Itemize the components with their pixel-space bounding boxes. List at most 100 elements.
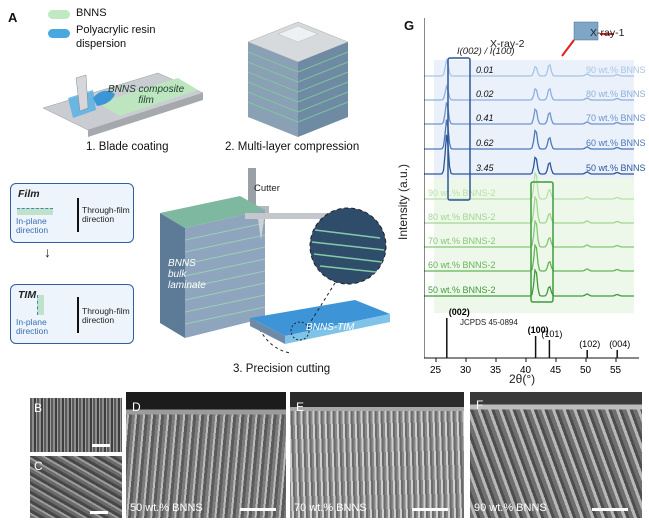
panel-letter-f: F	[476, 398, 484, 412]
x-tick-label-1: 25	[430, 365, 442, 376]
xrd-series-label-10: 50 wt.% BNNS-2	[428, 285, 496, 295]
xrd-series-8	[424, 219, 634, 248]
x-tick-label-5: 45	[550, 365, 562, 376]
xrd-series-label-8: 70 wt.% BNNS-2	[428, 236, 496, 246]
film-label-line2: film	[138, 95, 154, 106]
scalebar-b	[92, 444, 110, 447]
peak002-highlight	[447, 57, 471, 201]
film-label-line1: BNNS composite	[108, 84, 185, 95]
xrd-series-10	[424, 268, 634, 297]
ref-peak-label-4: (102)	[579, 339, 600, 349]
blade-coating-illustration	[42, 72, 204, 137]
xrd-series-label-3: 70 wt.% BNNS-1	[586, 113, 646, 123]
step2-caption: 2. Multi-layer compression	[225, 141, 360, 153]
xrd-series-label-5: 50 wt.% BNNS-1	[586, 163, 646, 173]
compression-cube-illustration	[247, 21, 349, 137]
xrd-series-label-9: 60 wt.% BNNS-2	[428, 260, 496, 270]
tim-inplane-1: In-plane	[16, 317, 47, 327]
xrd-series-label-2: 80 wt.% BNNS-1	[586, 89, 646, 99]
xrd-series-label-6: 90 wt.% BNNS-2	[428, 188, 496, 198]
film-direction-box: Film In-plane direction Through-film dir…	[10, 183, 134, 243]
xrd-ratio-2: 0.02	[476, 89, 494, 99]
xrd-series-5	[424, 134, 634, 175]
xrd-series-1	[424, 57, 634, 77]
legend-dispersion: dispersion	[76, 38, 127, 50]
legend-swatch-bnns	[48, 10, 70, 19]
step1-caption: 1. Blade coating	[86, 141, 169, 153]
tim-box-title: TIM	[18, 289, 37, 301]
panel-letter-a: A	[8, 10, 18, 25]
scalebar-c	[90, 511, 108, 514]
film-arrow-inplane	[17, 208, 53, 215]
ref-peak-label-1: (002)	[449, 307, 470, 317]
x-tick-label-7: 55	[610, 365, 622, 376]
xray-sample-icon	[573, 21, 599, 41]
panel-letter-b: B	[34, 401, 43, 415]
peak100-highlight	[530, 181, 554, 303]
tim-direction-box: TIM In-plane direction Through-film dire…	[10, 284, 134, 344]
xrd-series-label-4: 60 wt.% BNNS-1	[586, 138, 646, 148]
legend-resin: Polyacrylic resin	[76, 24, 156, 36]
step3-caption: 3. Precision cutting	[233, 363, 331, 375]
tim-arrow-through	[77, 297, 79, 333]
sem-d-label: 50 wt.% BNNS	[130, 502, 203, 514]
xrd-chart: 90 wt.% BNNS-1 0.01 80 wt.% BNNS-1 0.02 70 w…	[424, 18, 646, 376]
xray1-label: X-ray-1	[590, 27, 625, 39]
bnns1-band	[434, 60, 634, 200]
x-tick-label-4: 40	[520, 365, 532, 376]
ref-peak-label-2: (100)	[528, 325, 549, 335]
x-tick-label-3: 35	[490, 365, 502, 376]
film-inplane-1: In-plane	[16, 216, 47, 226]
xrd-ratio-3: 0.41	[476, 113, 494, 123]
xrd-series-6	[424, 171, 634, 200]
film-through-2: direction	[82, 214, 115, 224]
sem-image-b	[30, 398, 122, 452]
xrd-ratio-4: 0.62	[476, 138, 494, 148]
sem-image-e	[290, 392, 464, 518]
panel-letter-d: D	[132, 400, 141, 414]
film-inplane-2: direction	[16, 225, 49, 235]
xray2-label: X-ray-2	[490, 38, 525, 50]
sem-f-label: 90 wt.% BNNS	[474, 502, 547, 514]
xrd-ylabel: Intensity (a.u.)	[396, 163, 410, 240]
down-arrow-icon: ↓	[44, 244, 51, 260]
ref-peak-label-5: (004)	[609, 339, 630, 349]
xrd-series-7	[424, 195, 634, 224]
xrd-ratio-5: 3.45	[476, 163, 495, 173]
laminate-label-2: bulk	[168, 269, 187, 280]
ratio-label: I(002) / I(100)	[457, 46, 515, 57]
sem-image-f	[470, 392, 642, 518]
scalebar-f	[592, 508, 628, 511]
xrd-series-2	[424, 84, 634, 101]
sem-image-c	[30, 456, 122, 518]
xrd-ratio-1: 0.01	[476, 65, 494, 75]
x-tick-label-6: 50	[580, 365, 592, 376]
xray2-arrow	[561, 39, 575, 57]
scalebar-d	[240, 508, 276, 511]
cutter-label: Cutter	[254, 183, 280, 194]
tim-through-1: Through-film	[82, 306, 130, 316]
xrd-series-4	[424, 119, 634, 150]
laminate-label-3: laminate	[168, 280, 206, 291]
panel-letter-g: G	[404, 18, 415, 33]
film-through-1: Through-film	[82, 205, 130, 215]
x-tick-label-2: 30	[460, 365, 472, 376]
panel-letter-e: E	[296, 400, 305, 414]
xrd-series-label-1: 90 wt.% BNNS-1	[586, 65, 646, 75]
precision-cutting-illustration	[160, 168, 390, 354]
xrd-series-label-7: 80 wt.% BNNS-2	[428, 212, 496, 222]
film-box-title: Film	[18, 188, 40, 200]
xrd-series-9	[424, 243, 634, 272]
scalebar-e	[412, 508, 448, 511]
ref-peak-label-3: (101)	[541, 329, 562, 339]
sem-image-d	[126, 392, 286, 518]
bnns-tim-label: BNNS-TIM	[306, 322, 355, 333]
legend-bnns: BNNS	[76, 7, 107, 19]
tim-arrow-inplane	[37, 295, 44, 315]
film-arrow-through	[77, 198, 79, 232]
jcpds-label: JCPDS 45-0894	[460, 318, 518, 327]
panel-letter-c: C	[34, 459, 43, 473]
legend-swatch-resin	[48, 29, 70, 38]
tim-inplane-2: direction	[16, 326, 49, 336]
xrd-xlabel: 2θ(°)	[509, 372, 536, 386]
